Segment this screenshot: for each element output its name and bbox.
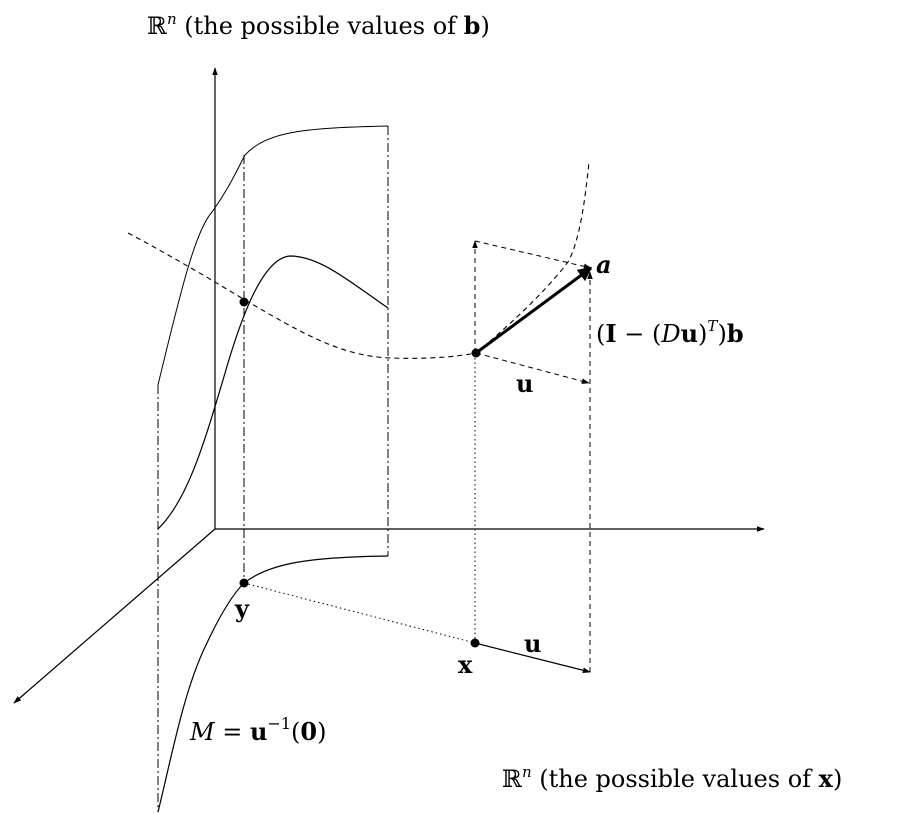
label-rn-b: ℝn (the possible values of b) <box>147 10 490 40</box>
surface-curve <box>157 255 389 530</box>
surface-outer-boundary <box>157 125 389 386</box>
depth-axis <box>13 528 216 704</box>
dashed-surface-curve <box>127 232 477 359</box>
label-rn-x: ℝn (the possible values of x) <box>502 763 842 793</box>
label-manifold: M = u−1(0) <box>189 714 326 746</box>
point-y <box>239 578 249 588</box>
dashed-u-arrow <box>475 352 590 384</box>
manifold-curve <box>157 555 389 813</box>
point-x <box>470 638 480 648</box>
dashed-upper-curve <box>475 161 590 354</box>
label-u-upper: u <box>516 369 533 398</box>
point-b <box>471 348 481 358</box>
label-y: y <box>234 594 250 623</box>
vector-a <box>475 266 593 355</box>
point-on-surface <box>239 297 249 307</box>
label-x: x <box>458 650 473 679</box>
u-arrow-lower <box>474 642 591 673</box>
label-u-lower: u <box>524 629 541 658</box>
label-projection: (I − (Du)T)b <box>596 317 744 348</box>
dotted-y-to-x <box>243 582 476 644</box>
label-a: a <box>596 250 612 279</box>
dashed-top-to-a <box>474 240 592 270</box>
